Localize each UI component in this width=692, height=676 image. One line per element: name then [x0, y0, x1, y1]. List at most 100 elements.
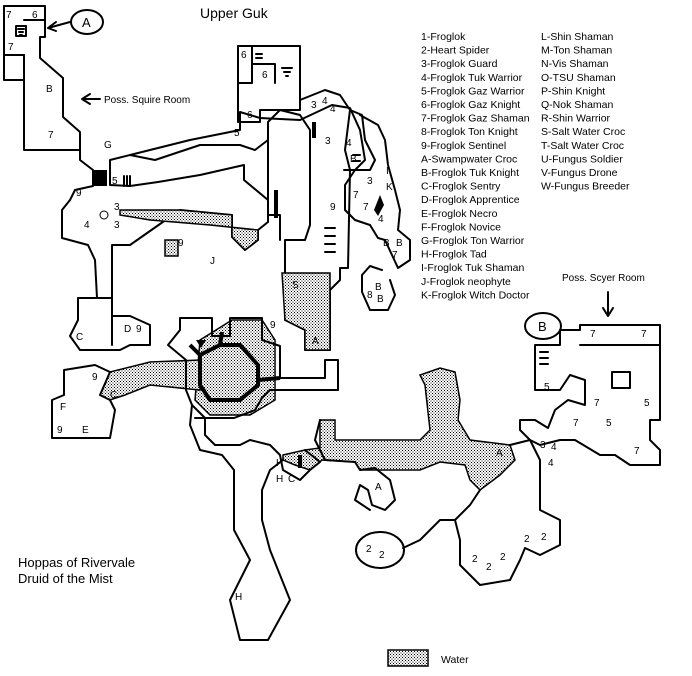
room-label: 5 — [606, 418, 612, 429]
water-areas — [99, 209, 516, 491]
legend-entry: E-Froglok Necro — [421, 208, 498, 220]
room-label: 7 — [573, 418, 579, 429]
legend-entry: U-Fungus Soldier — [541, 153, 623, 165]
west-rooms — [51, 297, 151, 439]
room-label: 9 — [330, 202, 336, 213]
room-label: 2 — [366, 544, 372, 555]
legend-entry: K-Froglok Witch Doctor — [421, 289, 530, 301]
room-label: A — [496, 448, 503, 459]
room-label: D — [124, 324, 131, 335]
room-label: 2 — [541, 532, 547, 543]
room-label: 9 — [57, 425, 63, 436]
legend-entry: P-Shin Knight — [541, 85, 605, 97]
room-label: 5 — [234, 128, 240, 139]
room-label: 9 — [178, 238, 184, 249]
arrow-squire — [81, 93, 101, 105]
legend-entry: D-Froglok Apprentice — [421, 194, 520, 206]
room-label: C — [76, 332, 83, 343]
room-label: B — [377, 294, 384, 305]
map-title: Upper Guk — [200, 5, 269, 21]
legend-entry: O-TSU Shaman — [541, 72, 616, 84]
room-label: 3 — [367, 176, 373, 187]
legend-entry: 8-Froglok Ton Knight — [421, 126, 518, 138]
room-label: 4 — [346, 138, 352, 149]
legend-entry: 4-Froglok Tuk Warrior — [421, 72, 523, 84]
room-label: S — [292, 280, 299, 291]
room-label: 7 — [363, 202, 369, 213]
room-label: H — [276, 474, 283, 485]
legend-entry: B-Froglok Tuk Knight — [421, 167, 519, 179]
north-corridor — [3, 5, 81, 151]
room-label: B — [375, 282, 382, 293]
room-label: 3 — [540, 440, 546, 451]
legend-entry: S-Salt Water Croc — [541, 126, 625, 138]
legend-entry: I-Froglok Tuk Shaman — [421, 262, 524, 274]
room-label: A — [375, 482, 382, 493]
room-label: B — [383, 238, 390, 249]
credit-line-2: Druid of the Mist — [18, 571, 113, 586]
legend-entry: Q-Nok Shaman — [541, 99, 614, 111]
room-label: E — [82, 425, 89, 436]
room-label: 4 — [84, 220, 90, 231]
south-corridor — [189, 404, 321, 641]
legend-entry: 2-Heart Spider — [421, 45, 490, 57]
legend-entry: V-Fungus Drone — [541, 167, 618, 179]
room-label: C — [288, 474, 295, 485]
room-label: 2 — [524, 534, 530, 545]
legend-entry: L-Shin Shaman — [541, 31, 614, 43]
room-label: A — [312, 336, 319, 347]
room-label: 7 — [634, 446, 640, 457]
legend-entry: G-Froglok Ton Warrior — [421, 235, 525, 247]
room-label: I — [386, 166, 389, 177]
room-label: K — [386, 182, 393, 193]
room-label: 6 — [32, 10, 38, 21]
legend-entry: H-Froglok Tad — [421, 249, 487, 261]
room-label: 9 — [270, 320, 276, 331]
legend-entry: F-Froglok Novice — [421, 221, 501, 233]
north-tower — [237, 45, 301, 123]
room-label: 7 — [594, 398, 600, 409]
room-label: 3 — [325, 136, 331, 147]
room-label: 9 — [136, 324, 142, 335]
room-label: C — [110, 390, 117, 401]
legend-entry: A-Swampwater Croc — [421, 153, 517, 165]
room-label: 4 — [330, 104, 336, 115]
arrow-to-a — [47, 21, 71, 32]
room-label: 9 — [92, 372, 98, 383]
legend-entry: R-Shin Warrior — [541, 113, 611, 125]
room-label: F — [60, 402, 66, 413]
room-label: 7 — [6, 10, 12, 21]
legend-entry: C-Froglok Sentry — [421, 181, 501, 193]
legend-entry: N-Vis Shaman — [541, 58, 609, 70]
marker-a-label: A — [82, 15, 91, 30]
room-labels: 7 6 7 B 7 G 5 9 4 3 3 9 J 5 6 6 6 3 4 4 … — [6, 10, 650, 603]
credit-line-1: Hoppas of Rivervale — [18, 555, 135, 570]
room-label: 4 — [378, 214, 384, 225]
room-label: H — [235, 592, 242, 603]
room-label: 6 — [241, 50, 247, 61]
water-legend-label: Water — [441, 654, 469, 666]
legend-entry: T-Salt Water Croc — [541, 140, 624, 152]
legend-entry: 7-Froglok Gaz Shaman — [421, 113, 530, 125]
legend-entry: 5-Froglok Gaz Warrior — [421, 85, 525, 97]
marker-b — [524, 312, 562, 340]
legend-entry: 3-Froglok Guard — [421, 58, 498, 70]
arrow-scyer — [602, 291, 614, 317]
southeast-cave — [314, 419, 561, 586]
west-hall — [61, 104, 366, 299]
room-label: 7 — [392, 250, 398, 261]
squire-room-note: Poss. Squire Room — [104, 95, 190, 106]
room-label: G — [104, 140, 112, 151]
room-label: 9 — [76, 188, 82, 199]
room-label: 8 — [367, 290, 373, 301]
legend-entry: 6-Froglok Gaz Knight — [421, 99, 520, 111]
room-label: 3 — [311, 100, 317, 111]
room-label: 7 — [353, 190, 359, 201]
room-label: 7 — [8, 42, 14, 53]
east-winding-tunnel — [344, 109, 411, 311]
legend-entry: 1-Froglok — [421, 31, 466, 43]
room-label: B — [396, 238, 403, 249]
water-legend-swatch — [387, 649, 429, 667]
